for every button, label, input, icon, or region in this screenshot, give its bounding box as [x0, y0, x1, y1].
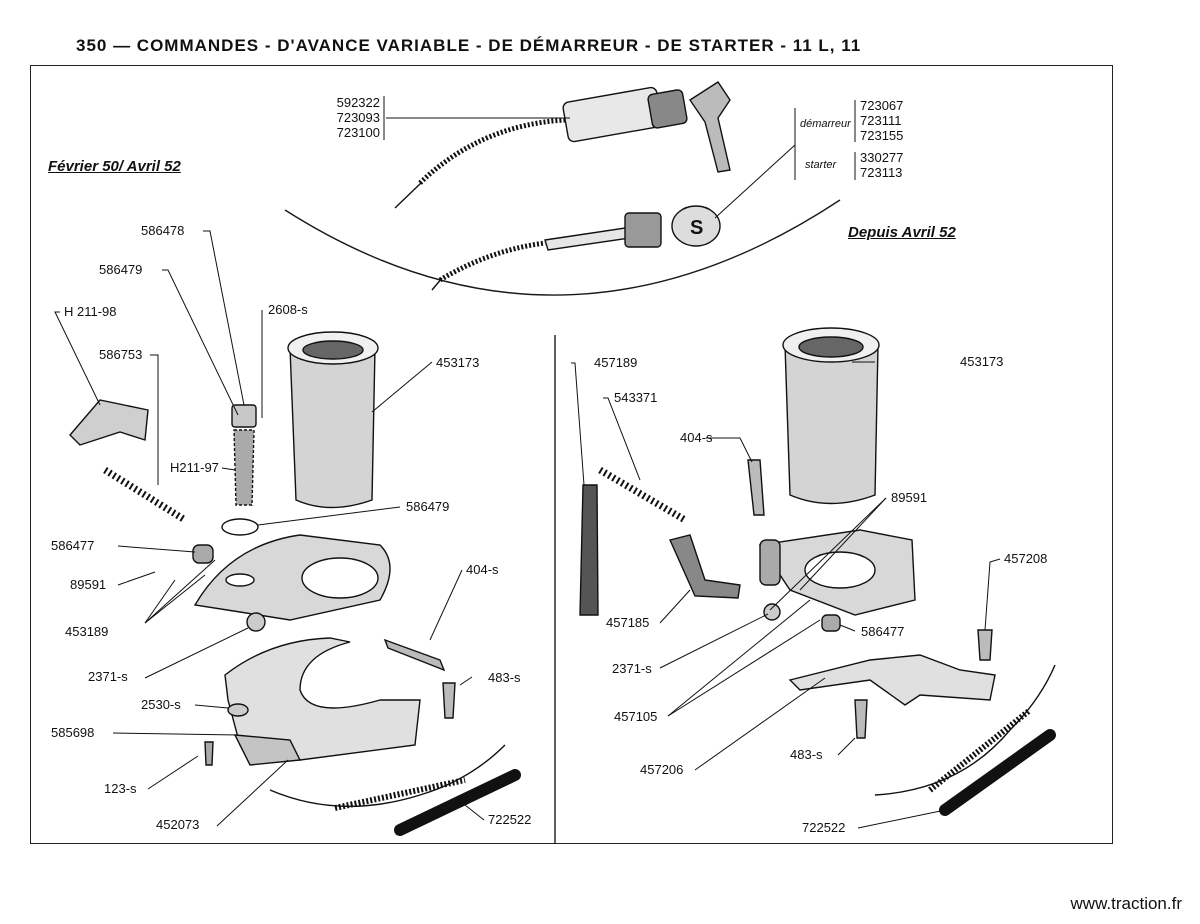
demarreur-label: démarreur [800, 118, 851, 130]
label-483-s-left: 483-s [488, 670, 521, 685]
demarreur-ref-1: 723067 [860, 98, 904, 113]
clamp-585698-icon [233, 734, 302, 766]
top-arc [284, 199, 841, 296]
label-457206: 457206 [640, 762, 684, 777]
right-parts [579, 327, 1056, 816]
cable-722522-left-icon [269, 744, 506, 808]
bracket-h211-98-icon [69, 399, 149, 446]
label-585698: 585698 [51, 725, 95, 740]
demarreur-ref-2: 723111 [860, 113, 902, 128]
starter-label: starter [805, 159, 837, 171]
label-404-s-left: 404-s [466, 562, 499, 577]
diagram-frame [30, 65, 1113, 844]
label-452073: 452073 [156, 817, 200, 832]
cap-586477-right-icon [821, 614, 841, 632]
label-586479-mid: 586479 [406, 499, 450, 514]
top-cable-ref-2: 723093 [336, 110, 380, 125]
label-543371: 543371 [614, 390, 658, 405]
label-2530-s: 2530-s [141, 697, 181, 712]
washer-586479-icon [221, 518, 259, 536]
starter-ref-2: 723113 [860, 165, 903, 180]
label-457189: 457189 [594, 355, 638, 370]
footer-url: www.traction.fr [1070, 894, 1182, 913]
label-404-s-right: 404-s [680, 430, 713, 445]
spring-586753-icon [103, 467, 187, 523]
sleeve-722522-left-icon [394, 769, 521, 836]
label-453189: 453189 [65, 624, 109, 639]
left-parts [69, 331, 521, 836]
label-h211-98: H 211-98 [64, 304, 117, 319]
demarreur-control-icon [394, 81, 731, 209]
screw-123-s-icon [204, 741, 214, 766]
bolt-404-s-icon [383, 638, 446, 672]
starter-knob-letter: S [690, 217, 703, 239]
label-457185: 457185 [606, 615, 650, 630]
label-457208: 457208 [1004, 551, 1048, 566]
label-89591-left: 89591 [70, 577, 107, 592]
nut-2371-s-right-icon [763, 603, 781, 621]
label-89591-right: 89591 [891, 490, 928, 505]
label-586479-top: 586479 [99, 262, 143, 277]
cap-586477-icon [192, 544, 214, 564]
label-453173-right: 453173 [960, 354, 1004, 369]
starter-ref-1: 330277 [860, 150, 904, 165]
label-586478: 586478 [141, 223, 185, 238]
screw-457208-icon [977, 629, 993, 661]
left-section-title: Février 50/ Avril 52 [48, 158, 181, 175]
top-cable-ref-1: 592322 [336, 95, 380, 110]
demarreur-ref-3: 723155 [860, 128, 904, 143]
sleeve-453173-right-icon [782, 327, 880, 505]
base-plate-icon [193, 534, 391, 621]
label-457105: 457105 [614, 709, 658, 724]
label-586753: 586753 [99, 347, 143, 362]
sleeve-453173-icon [287, 331, 379, 509]
nut-2530-s-icon [227, 703, 249, 717]
label-2608-s: 2608-s [268, 302, 308, 317]
valve-586478-icon [231, 404, 257, 506]
label-123-s: 123-s [104, 781, 137, 796]
right-section-title: Depuis Avril 52 [848, 224, 956, 241]
label-h211-97: H211-97 [170, 460, 219, 475]
cable-722522-right-icon [874, 664, 1056, 796]
label-586477-left: 586477 [51, 538, 95, 553]
screw-404-s-right-icon [747, 459, 765, 516]
plate-457189-icon [579, 484, 599, 616]
lever-457185-icon [669, 534, 741, 599]
label-722522-right: 722522 [802, 820, 846, 835]
lower-plate-icon [224, 637, 421, 761]
base-plate-right-icon [758, 529, 916, 616]
top-cable-ref-3: 723100 [336, 125, 380, 140]
starter-control-icon: S [431, 205, 721, 291]
label-586477-right: 586477 [861, 624, 905, 639]
label-483-s-right: 483-s [790, 747, 823, 762]
spring-543371-icon [598, 466, 687, 524]
label-2371-s-right: 2371-s [612, 661, 652, 676]
label-453173-left: 453173 [436, 355, 480, 370]
label-722522-left: 722522 [488, 812, 532, 827]
screw-483-s-right-icon [854, 699, 868, 739]
lever-457206-icon [788, 654, 996, 706]
label-2371-s-left: 2371-s [88, 669, 128, 684]
page-header: 350 — COMMANDES - D'AVANCE VARIABLE - DE… [76, 36, 862, 55]
nut-2371-s-icon [246, 612, 266, 632]
screw-483-s-icon [442, 682, 456, 719]
sleeve-722522-right-icon [939, 729, 1056, 816]
